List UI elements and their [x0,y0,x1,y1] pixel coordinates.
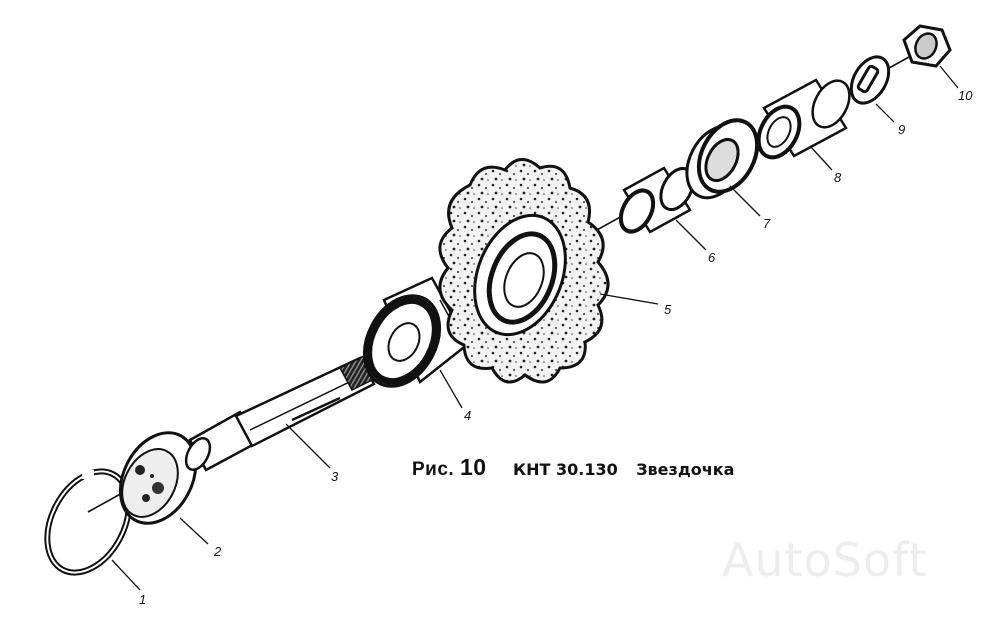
callout-4: 4 [464,408,471,423]
leader-lines [111,65,959,591]
part-flange-cap [118,431,198,525]
callout-2: 2 [213,544,222,559]
figure-number: 10 [459,454,487,480]
watermark: AutoSoft [722,533,928,587]
callout-1: 1 [139,592,146,607]
part-snap-ring [44,468,132,576]
callout-7: 7 [763,216,771,231]
part-code: КНТ 30.130 [513,460,618,479]
figure-label: Рис. 10 [412,454,487,480]
callout-9: 9 [898,122,905,137]
callout-3: 3 [331,469,339,484]
figure-caption: Рис. 10 КНТ 30.130 Звездочка [412,454,734,481]
part-sprocket [438,158,610,384]
part-spacer-ring [685,118,760,200]
part-sleeve [756,78,851,160]
part-nut [902,24,952,68]
callout-6: 6 [708,250,716,265]
figure-title: Звездочка [636,460,735,479]
callout-8: 8 [834,170,842,185]
callout-5: 5 [664,302,672,317]
callout-10: 10 [958,88,973,103]
part-lock-washer [849,55,891,105]
part-splined-shaft [184,351,386,472]
